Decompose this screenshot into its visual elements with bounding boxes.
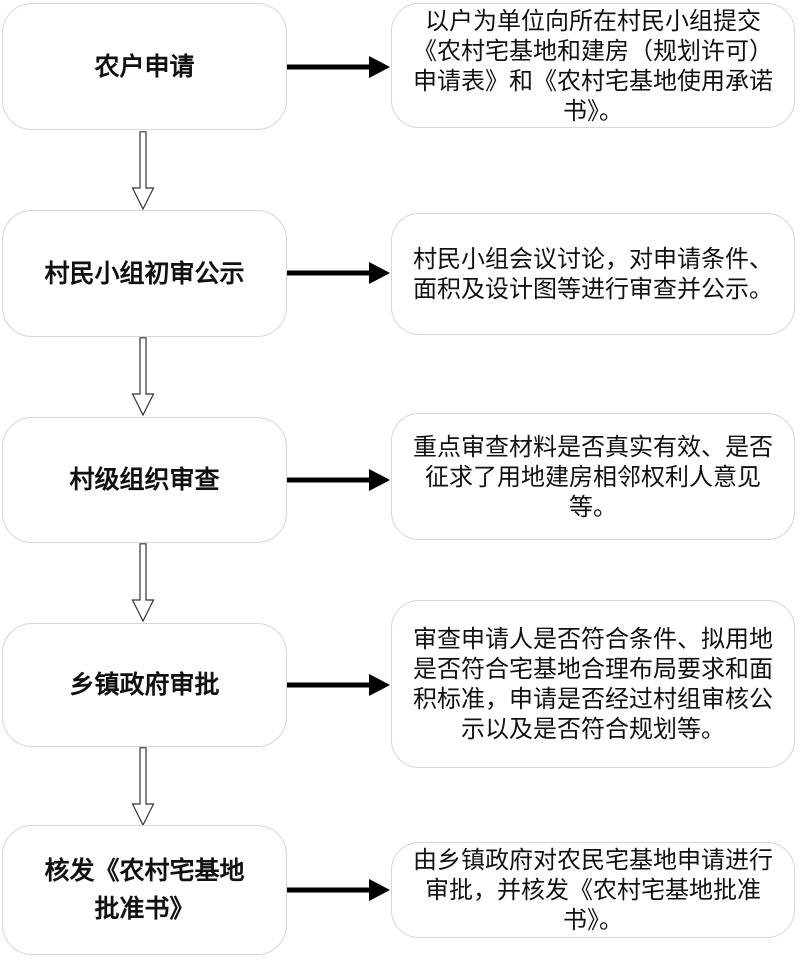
right-arrow-icon (287, 879, 390, 901)
step-label: 乡镇政府审批 (69, 670, 220, 699)
down-arrow-icon (131, 747, 155, 826)
right-arrow-icon (287, 469, 390, 491)
step-box-township-approval: 乡镇政府审批 (2, 623, 287, 747)
desc-box-farmer-application: 以户为单位向所在村民小组提交《农村宅基地和建房（规划许可）申请表》和《农村宅基地… (391, 3, 795, 128)
step-box-village-org-examination: 村级组织审查 (2, 417, 287, 543)
desc-text: 由乡镇政府对农民宅基地申请进行审批，并核发《农村宅基地批准书》。 (413, 846, 773, 934)
desc-box-township-approval: 审查申请人是否符合条件、拟用地是否符合宅基地合理布局要求和面积标准，申请是否经过… (391, 600, 795, 768)
desc-text: 重点审查材料是否真实有效、是否征求了用地建房相邻权利人意见等。 (413, 432, 773, 521)
step-label: 核发《农村宅基地批准书》 (44, 856, 245, 923)
step-box-village-group-review: 村民小组初审公示 (2, 210, 287, 337)
step-box-issue-certificate: 核发《农村宅基地批准书》 (2, 825, 287, 955)
down-arrow-icon (131, 131, 155, 210)
desc-box-village-group-review: 村民小组会议讨论，对申请条件、面积及设计图等进行审查并公示。 (391, 213, 795, 335)
down-arrow-icon (131, 543, 155, 622)
desc-text: 以户为单位向所在村民小组提交《农村宅基地和建房（规划许可）申请表》和《农村宅基地… (413, 6, 773, 125)
desc-box-village-org-examination: 重点审查材料是否真实有效、是否征求了用地建房相邻权利人意见等。 (391, 413, 795, 540)
step-label: 农户申请 (94, 51, 195, 81)
desc-box-issue-certificate: 由乡镇政府对农民宅基地申请进行审批，并核发《农村宅基地批准书》。 (391, 842, 795, 938)
right-arrow-icon (287, 56, 390, 78)
desc-text: 村民小组会议讨论，对申请条件、面积及设计图等进行审查并公示。 (413, 245, 773, 303)
step-label: 村民小组初审公示 (44, 258, 245, 288)
right-arrow-icon (287, 674, 390, 696)
step-label: 村级组织审查 (69, 465, 220, 494)
down-arrow-icon (131, 337, 155, 416)
step-box-farmer-application: 农户申请 (2, 3, 287, 130)
right-arrow-icon (287, 262, 390, 284)
desc-text: 审查申请人是否符合条件、拟用地是否符合宅基地合理布局要求和面积标准，申请是否经过… (413, 625, 773, 743)
